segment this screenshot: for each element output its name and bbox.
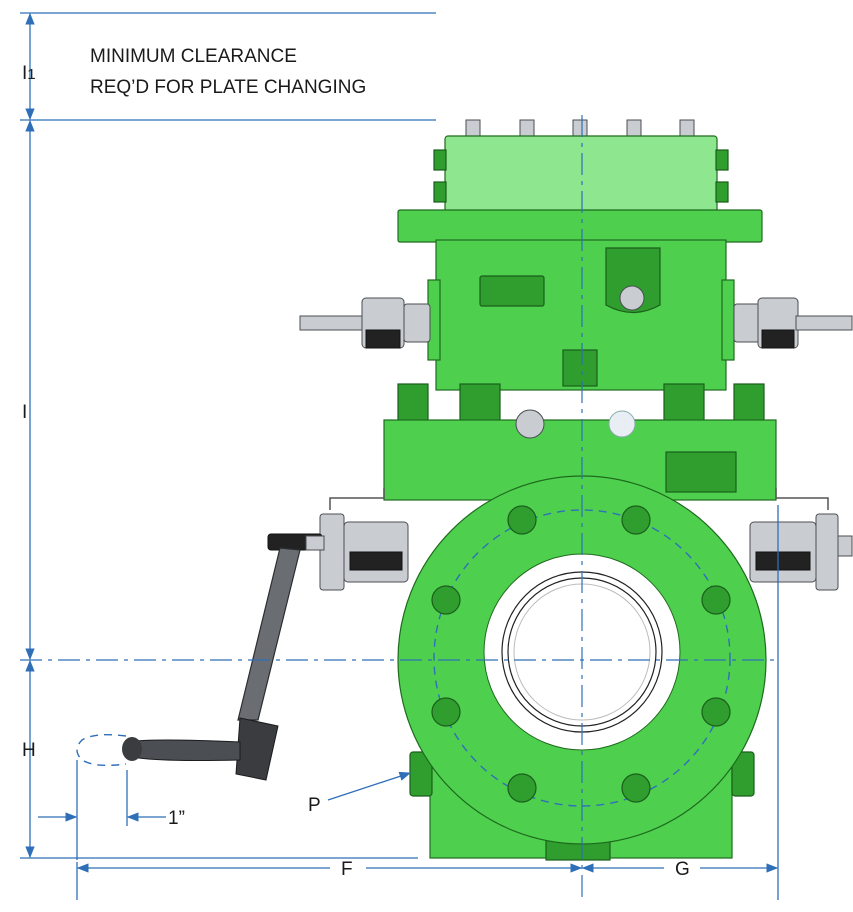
label-i1: I1 — [22, 63, 36, 84]
label-g: G — [675, 859, 690, 880]
upper-side-fittings — [299, 297, 853, 349]
label-i: I — [22, 402, 27, 423]
labels: I1 MINIMUM CLEARANCE REQ’D FOR PLATE CHA… — [22, 46, 690, 880]
label-f: F — [341, 859, 353, 880]
clearance-note-line1: MINIMUM CLEARANCE — [90, 46, 297, 67]
top-cover — [444, 135, 718, 213]
label-h: H — [22, 740, 36, 761]
valve-illustration — [76, 119, 853, 861]
label-p: P — [308, 795, 321, 816]
top-cover-bolts — [465, 119, 695, 139]
handle-clearance-outline — [76, 733, 127, 767]
cover-flange — [397, 209, 763, 243]
label-one-inch: 1” — [168, 808, 185, 829]
clearance-note-line2: REQ’D FOR PLATE CHANGING — [90, 77, 366, 98]
lower-side-fittings — [319, 513, 853, 591]
flange-bolt-holes — [431, 505, 731, 803]
dimension-lines — [20, 12, 780, 900]
mid-nuts — [397, 349, 765, 425]
crank-handle — [122, 533, 325, 781]
